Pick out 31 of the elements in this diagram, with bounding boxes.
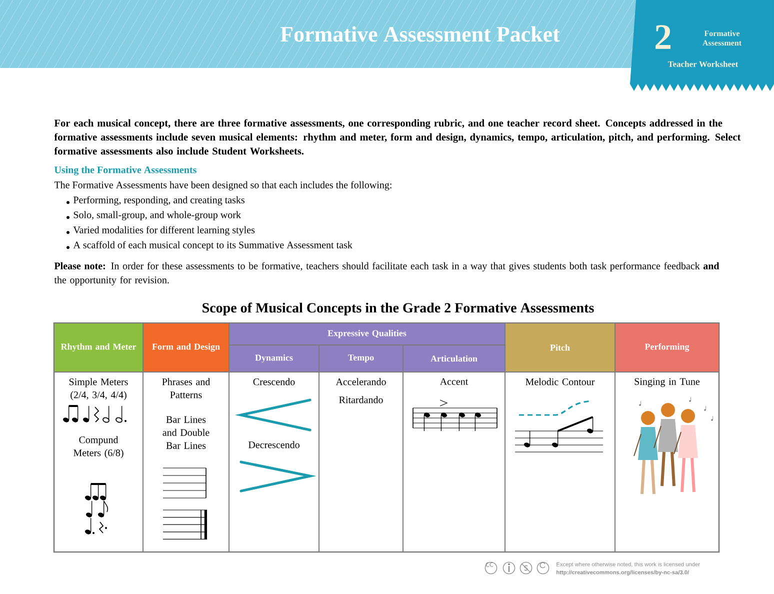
cell-text: Ritardando bbox=[339, 396, 383, 404]
header-cell: Articulation bbox=[402, 344, 506, 372]
page-title: Formative Assessment Packet bbox=[280, 26, 560, 42]
cell-text: Phrases and Patterns bbox=[162, 378, 210, 398]
bullet-item: Solo, small-group, and whole-group work bbox=[66, 211, 241, 220]
badge-number: 2 bbox=[656, 25, 670, 49]
header-cell: Pitch bbox=[504, 322, 616, 372]
cell-text: Crescendo bbox=[253, 378, 295, 386]
section-heading: Using the Formative Assessments bbox=[54, 166, 196, 176]
header-cell: Performing bbox=[614, 322, 720, 372]
intro-paragraph: For each musical concept, there are three formative assessments, one corresponding rubric, and one teacher record sheet. Concepts addressed in the formative assessments include seven musical elements: rhythm and meter, form and design, dynamics, tempo, articulation, pitch, and performing. Select formative assessments also include Student Worksheets. bbox=[54, 119, 741, 155]
cell-text: Accent bbox=[440, 378, 468, 385]
note-paragraph: Please note: In order for these assessments to be formative, teachers should facilitate each task in a way that gives students both task performance feedback and the opportunity for revision. bbox=[54, 262, 720, 286]
header-cell: Dynamics bbox=[228, 344, 320, 372]
body-text: The Formative Assessments have been designed so that each includes the following: bbox=[54, 181, 392, 190]
header-cell: Tempo bbox=[318, 344, 404, 372]
cell-text: Decrescendo bbox=[248, 441, 300, 448]
cell-text: Singing in Tune bbox=[634, 378, 700, 387]
header-cell: Form and Design bbox=[142, 322, 230, 372]
bullet-item: Varied modalities for different learning styles bbox=[66, 226, 255, 236]
cell-text: Bar Lines and Double Bar Lines bbox=[162, 416, 210, 449]
table-title: Scope of Musical Concepts in the Grade 2 Formative Assessments bbox=[202, 302, 594, 316]
header-cell: Rhythm and Meter bbox=[54, 322, 144, 372]
bullet-item: A scaffold of each musical concept to its Summative Assessment task bbox=[66, 241, 352, 250]
cell-text: Melodic Contour bbox=[526, 378, 595, 386]
cell-text: Accelerando bbox=[336, 378, 386, 386]
badge-text: Formative Assessment bbox=[702, 30, 742, 46]
badge-text: Teacher Worksheet bbox=[668, 60, 738, 67]
cell-text: Compund Meters (6/8) bbox=[74, 436, 124, 458]
cell-text: Simple Meters (2/4, 3/4, 4/4) bbox=[69, 378, 128, 400]
bullet-item: Performing, responding, and creating tasks bbox=[66, 196, 244, 206]
